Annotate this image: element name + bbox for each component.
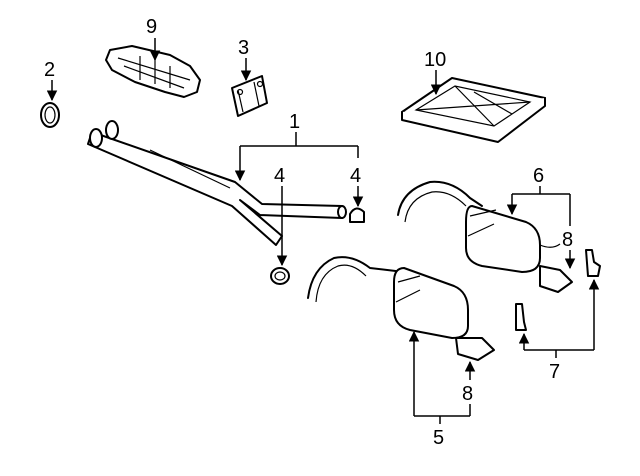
- callout-4-lower: 4: [274, 165, 285, 187]
- part-hanger-bracket: [231, 75, 268, 117]
- callout-6: 6: [533, 165, 544, 187]
- part-hanger-left: [515, 303, 527, 331]
- part-front-pipe: [87, 120, 347, 246]
- callout-1: 1: [289, 111, 300, 133]
- part-hanger-right: [585, 249, 601, 277]
- callout-10: 10: [424, 49, 446, 71]
- part-muffler-right: [397, 180, 573, 293]
- callout-9: 9: [146, 16, 157, 38]
- callout-4-upper: 4: [350, 165, 361, 187]
- part-clamp-lower: [270, 267, 290, 285]
- part-underbody-shield: [401, 77, 546, 143]
- callout-7: 7: [549, 361, 560, 383]
- part-muffler-left: [307, 256, 495, 361]
- callout-8-lower: 8: [462, 383, 473, 405]
- callout-2: 2: [44, 59, 55, 81]
- callout-5: 5: [433, 427, 444, 449]
- part-heat-shield: [105, 45, 201, 98]
- callout-8-upper: 8: [562, 229, 573, 251]
- part-gasket: [40, 102, 60, 128]
- leader-lines: [46, 38, 600, 424]
- callout-labels: 9 2 3 10 1 4 4 6 8 7 8 5: [44, 16, 573, 449]
- callout-3: 3: [238, 37, 249, 59]
- part-clamp-upper: [349, 207, 365, 223]
